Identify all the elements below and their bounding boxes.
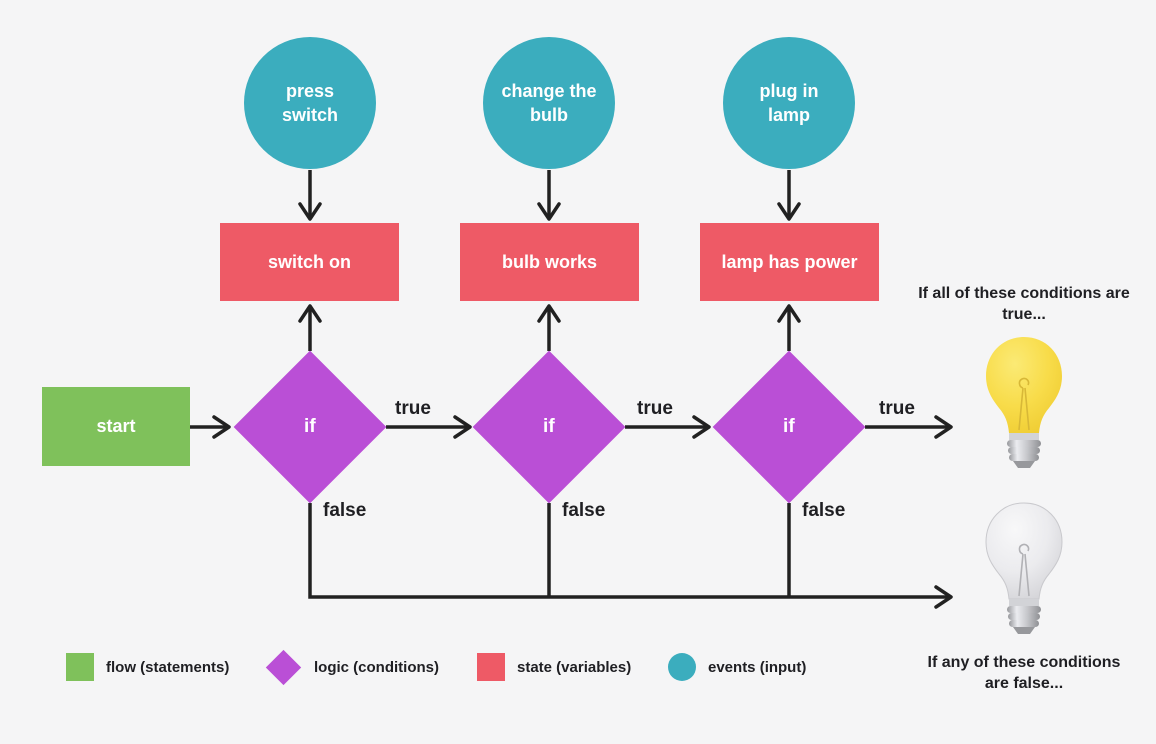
state-node-bulb-works: bulb works [460, 223, 639, 301]
legend-label: state (variables) [517, 658, 632, 676]
event-node-label: press switch [281, 80, 338, 125]
false-edge-label-1: false [323, 500, 367, 521]
event-node-plug-in-lamp: plug in lamp [723, 37, 855, 169]
logic-diamond-icon [264, 649, 302, 685]
legend-label: logic (conditions) [314, 658, 439, 676]
event-node-press-switch: press switch [244, 37, 376, 169]
legend-item-logic: logic (conditions) [264, 649, 439, 685]
condition-node-label: if [543, 415, 555, 437]
state-node-label: lamp has power [721, 251, 858, 272]
legend-label: events (input) [708, 658, 807, 676]
legend-item-state: state (variables) [477, 651, 631, 683]
event-node-label: change the bulb [501, 80, 597, 125]
true-edge-label-3: true [879, 398, 915, 419]
lightbulb-off-icon [985, 502, 1063, 634]
lightbulb-on-icon [986, 337, 1062, 468]
legend-item-flow: flow (statements) [66, 651, 229, 683]
condition-node-label: if [304, 415, 316, 437]
true-edge-label-2: true [637, 398, 673, 419]
start-node-label: start [96, 416, 136, 436]
state-node-switch-on: switch on [220, 223, 399, 301]
any-false-caption: If any of these conditions are false... [927, 654, 1121, 693]
state-node-lamp-has-power: lamp has power [700, 223, 879, 301]
event-node-label: plug in lamp [759, 80, 819, 125]
state-square-icon [477, 653, 505, 681]
state-node-label: bulb works [501, 251, 597, 272]
edge-false-bus [308, 503, 953, 609]
legend-item-events: events (input) [668, 651, 806, 683]
condition-node-label: if [783, 415, 795, 437]
all-true-caption: If all of these conditions are true... [918, 285, 1130, 324]
event-node-change-the-bulb: change the bulb [483, 37, 615, 169]
events-circle-icon [668, 653, 696, 681]
start-node: start [42, 387, 190, 466]
flow-square-icon [66, 653, 94, 681]
legend-label: flow (statements) [106, 658, 230, 676]
false-edge-label-3: false [802, 500, 846, 521]
state-node-label: switch on [267, 251, 351, 272]
false-edge-label-2: false [562, 500, 606, 521]
true-edge-label-1: true [395, 398, 431, 419]
